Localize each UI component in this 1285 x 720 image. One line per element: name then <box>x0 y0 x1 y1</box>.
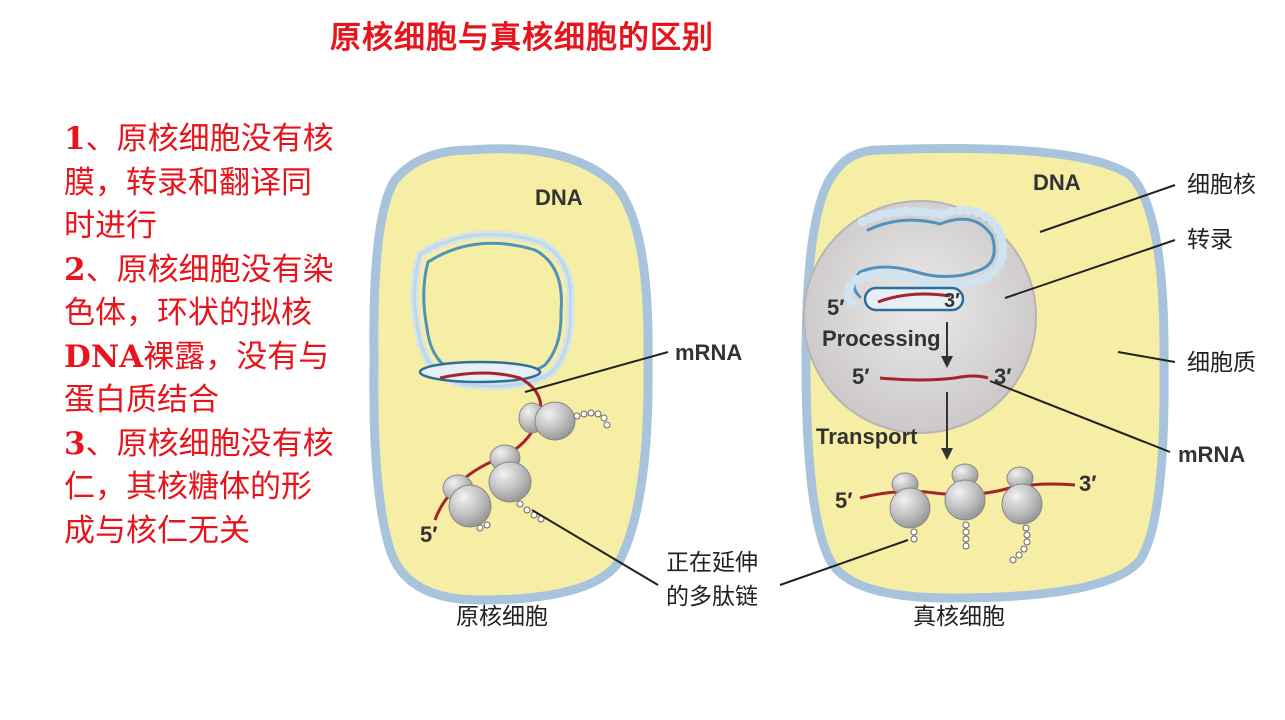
prokaryote-caption: 原核细胞 <box>456 604 548 630</box>
point-number: 3 <box>64 425 86 462</box>
transcription-label: 转录 <box>1187 227 1233 253</box>
eukaryote-ribosomes <box>889 463 1043 529</box>
point-text: 、原核细胞没有染色体，环状的拟核 <box>64 251 334 332</box>
eukaryote-dna <box>843 205 1008 310</box>
cytoplasm-label: 细胞质 <box>1187 350 1256 376</box>
eukaryote-polypeptides <box>910 521 1031 564</box>
point-number: 2 <box>64 251 86 288</box>
nucleus-label: 细胞核 <box>1187 172 1256 198</box>
point-text: 、原核细胞没有核膜，转录和翻译同时进行 <box>64 121 334 244</box>
dna-label-left: DNA <box>535 185 583 210</box>
eukaryote-caption: 真核细胞 <box>913 604 1005 630</box>
prokaryote-polypeptides <box>476 409 611 532</box>
five-prime-nucleus: 5′ <box>827 295 845 320</box>
polypeptide-label-line1: 正在延伸 <box>666 550 758 576</box>
prokaryotic-cell <box>369 144 653 605</box>
five-prime-cytoplasm: 5′ <box>835 488 853 513</box>
page-title: 原核细胞与真核细胞的区别 <box>330 20 714 56</box>
dna-label-right: DNA <box>1033 170 1081 195</box>
five-prime-left: 5′ <box>420 522 438 547</box>
three-prime-cytoplasm: 3′ <box>1079 471 1097 496</box>
circular-dna <box>409 230 576 391</box>
point-text-cont: 裸露，没有与蛋白质结合 <box>64 338 330 419</box>
polypeptide-label-line2: 的多肽链 <box>666 584 758 610</box>
three-prime-nucleus: 3′ <box>944 290 960 312</box>
five-prime-processed: 5′ <box>852 364 870 389</box>
mrna-label-right: mRNA <box>1178 442 1245 467</box>
point-dna-term: DNA <box>64 338 144 375</box>
point-text: 、原核细胞没有核仁，其核糖体的形成与核仁无关 <box>64 425 334 549</box>
point-2: 2、原核细胞没有染色体，环状的拟核 DNA裸露，没有与蛋白质结合 <box>64 249 339 423</box>
leader-lines <box>524 184 1176 586</box>
point-3: 3、原核细胞没有核仁，其核糖体的形成与核仁无关 <box>64 423 339 554</box>
prokaryote-ribosomes <box>442 401 576 528</box>
processing-label: Processing <box>822 326 941 351</box>
key-points: 1、原核细胞没有核膜，转录和翻译同时进行 2、原核细胞没有染色体，环状的拟核 DN… <box>64 118 339 553</box>
point-number: 1 <box>64 121 86 157</box>
mrna-label-center: mRNA <box>675 340 742 365</box>
transport-label: Transport <box>816 424 918 449</box>
eukaryotic-cell <box>801 143 1169 603</box>
three-prime-processed: 3′ <box>994 364 1012 389</box>
point-1: 1、原核细胞没有核膜，转录和翻译同时进行 <box>64 118 339 249</box>
